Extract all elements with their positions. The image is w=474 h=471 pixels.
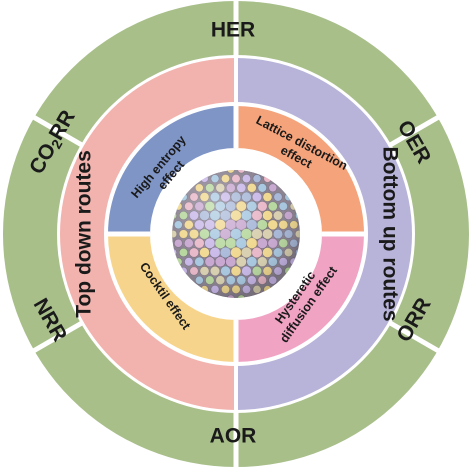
reaction-label-aor: AOR <box>210 425 257 448</box>
reaction-ring-divider <box>387 113 442 149</box>
reaction-ring-divider <box>30 113 85 149</box>
reaction-label-her: HER <box>211 19 255 42</box>
bottom-up-routes-label: Bottom up routes <box>379 147 402 322</box>
top-down-routes-label: Top down routes <box>73 150 96 318</box>
reaction-ring-divider <box>30 319 85 355</box>
nanoparticle-shading <box>172 170 300 298</box>
reaction-ring-divider <box>387 319 442 355</box>
